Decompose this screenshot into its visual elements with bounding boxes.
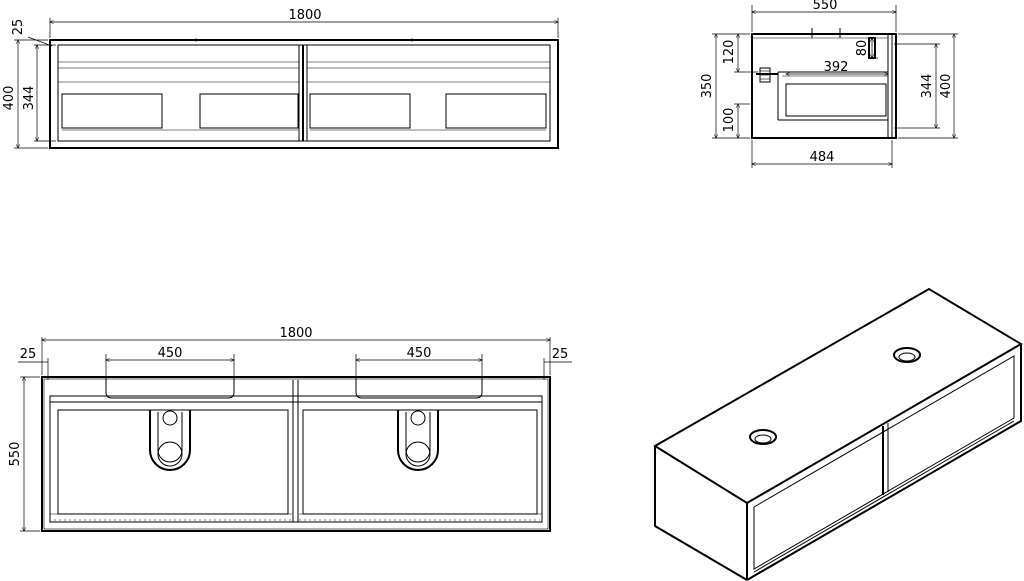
top-depth-label: 550 — [8, 442, 23, 467]
top-basin-left-label: 450 — [158, 346, 183, 361]
top-drawer-left — [57, 409, 289, 515]
front-elevation-view: 1800 400 344 25 — [2, 8, 559, 149]
iso-left-face — [654, 446, 748, 581]
side-height-350-label: 350 — [700, 74, 715, 99]
iso-sink-hole-right-icon — [893, 347, 921, 363]
drain-cutout-left-icon — [149, 410, 191, 471]
side-gap-label: 80 — [855, 40, 870, 57]
iso-front-opening — [753, 355, 1015, 570]
front-drawer-right-a — [309, 93, 411, 129]
side-lower-label: 100 — [722, 108, 737, 133]
top-width-label: 1800 — [279, 326, 312, 341]
top-left-offset-label: 25 — [20, 347, 37, 362]
drain-cutout-right-icon — [397, 410, 439, 471]
top-right-offset-label: 25 — [552, 347, 569, 362]
front-drawer-right-b — [445, 93, 547, 129]
front-cabinet-outline — [49, 39, 559, 149]
iso-top-face — [653, 287, 1023, 505]
iso-sink-hole-left-icon — [749, 429, 777, 445]
top-plan-view: 1800 450 450 25 25 550 — [8, 326, 572, 532]
side-overall-height-label: 400 — [939, 74, 954, 99]
side-inner-height-label: 344 — [920, 74, 935, 99]
iso-front-face — [746, 344, 1022, 581]
isometric-view — [653, 287, 1023, 581]
top-basin-right — [355, 378, 483, 399]
front-top-offset-label: 25 — [11, 19, 26, 36]
top-basin-right-label: 450 — [407, 346, 432, 361]
side-depth-label: 550 — [813, 0, 838, 13]
drain-trap-icon — [756, 67, 778, 83]
front-inner-height-label: 344 — [22, 86, 37, 111]
side-drawer-profile — [785, 83, 887, 117]
top-cabinet-outline — [41, 376, 551, 532]
side-cabinet-outline — [751, 33, 897, 139]
front-height-label: 400 — [2, 86, 17, 111]
front-width-label: 1800 — [288, 8, 321, 23]
side-bottom-label: 484 — [810, 150, 835, 165]
side-drawer-label: 392 — [824, 60, 849, 75]
top-basin-left — [105, 378, 235, 399]
front-drawer-left-b — [199, 93, 299, 129]
side-section-view: 550 484 392 350 120 100 80 344 400 — [700, 0, 958, 168]
side-upper-label: 120 — [722, 40, 737, 65]
top-drawer-right — [302, 409, 538, 515]
top-inner-frame — [49, 395, 543, 523]
front-drawer-left-a — [61, 93, 163, 129]
